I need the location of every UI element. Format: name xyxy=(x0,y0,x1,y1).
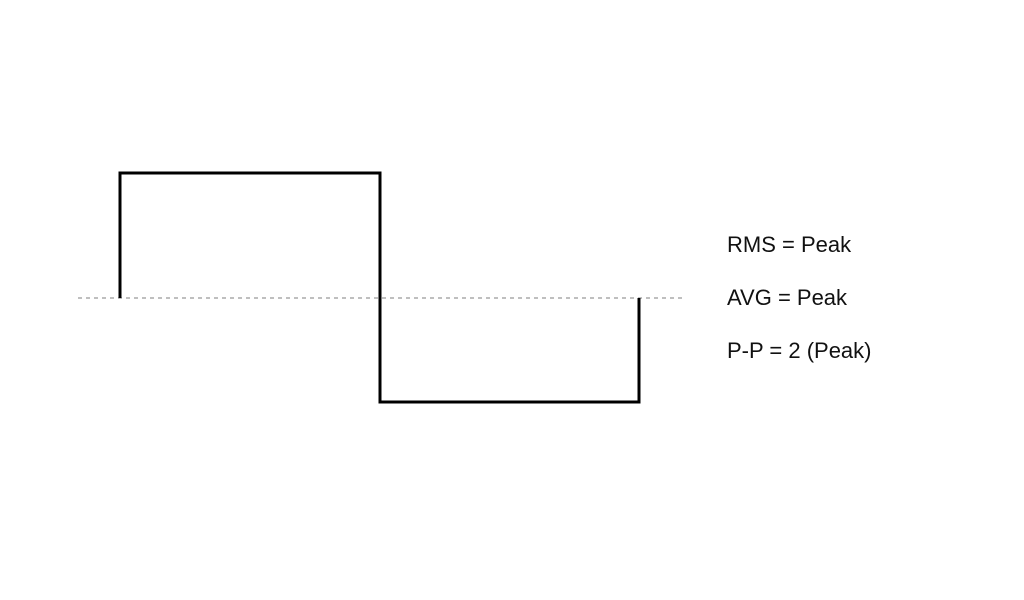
rms-formula: RMS = Peak xyxy=(727,232,852,257)
avg-formula: AVG = Peak xyxy=(727,285,848,310)
peak-to-peak-formula: P-P = 2 (Peak) xyxy=(727,338,872,363)
square-waveform xyxy=(118,171,641,404)
